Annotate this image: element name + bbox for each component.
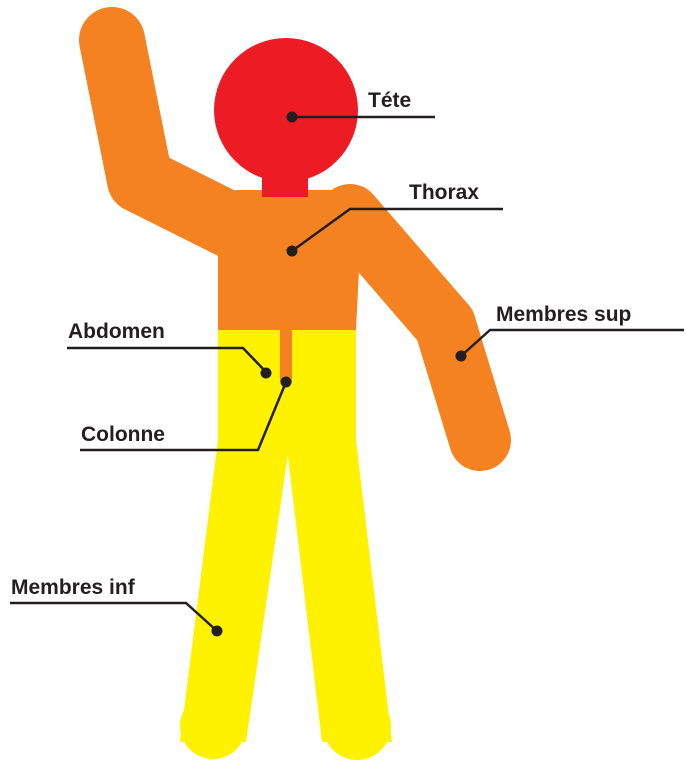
- thorax-shape: [218, 190, 362, 330]
- abdomen-label: Abdomen: [68, 320, 165, 343]
- lower-limbs-label: Membres inf: [11, 576, 136, 599]
- lower-limbs-marker-dot: [212, 626, 223, 637]
- spine-marker-dot: [281, 377, 292, 388]
- spine-shape: [280, 326, 292, 382]
- left-foot-shape: [180, 693, 246, 759]
- abdomen-marker-dot: [261, 368, 272, 379]
- upper-limbs-leader-line: [461, 330, 684, 356]
- head-label: Téte: [368, 89, 411, 112]
- lower-limbs-leader-line: [10, 603, 217, 631]
- left-leg-shape: [180, 440, 290, 742]
- upper-limbs-label: Membres sup: [496, 303, 631, 326]
- thorax-label: Thorax: [409, 181, 479, 204]
- right-leg-shape: [286, 440, 392, 742]
- lower-body: [180, 326, 392, 760]
- spine-label: Colonne: [81, 423, 165, 446]
- upper-limbs-marker-dot: [456, 351, 467, 362]
- head-shape: [214, 38, 358, 182]
- head-marker-dot: [287, 112, 298, 123]
- thorax-marker-dot: [287, 246, 298, 257]
- right-foot-shape: [323, 692, 391, 760]
